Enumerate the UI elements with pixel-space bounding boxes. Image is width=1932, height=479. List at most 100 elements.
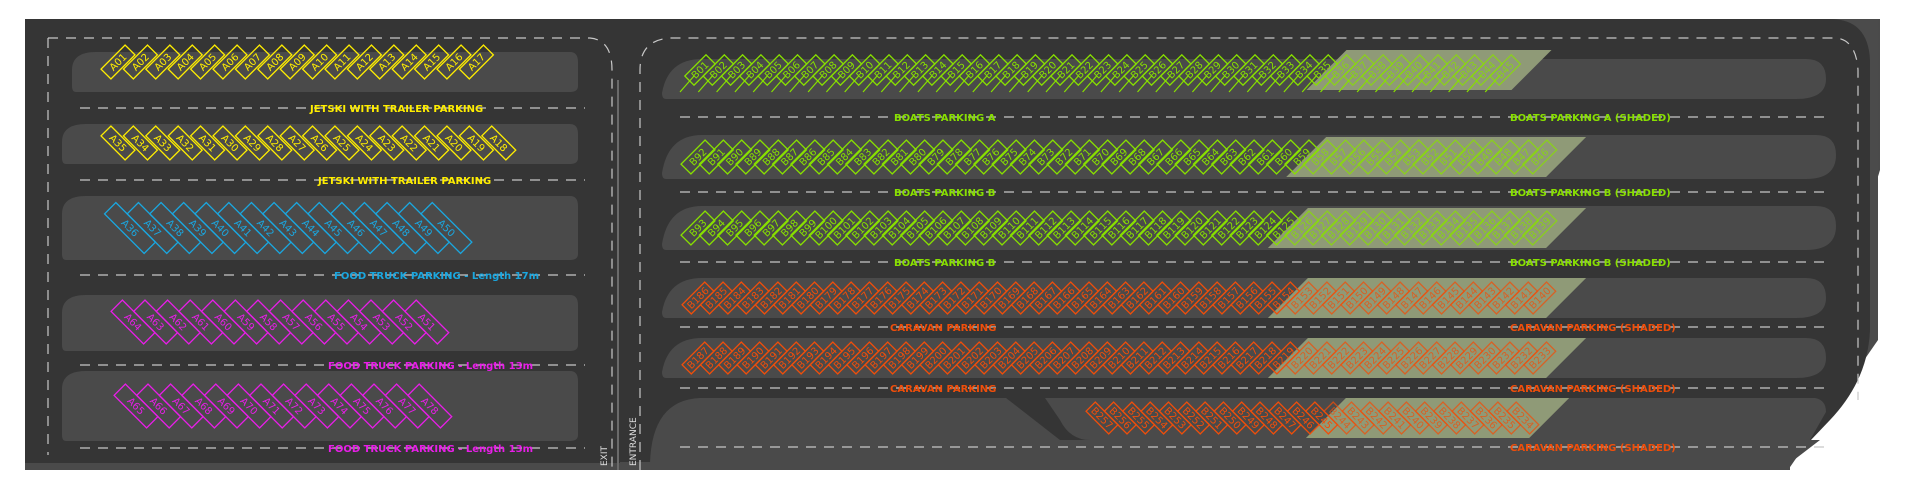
zone-shaded-label: CARAVAN PARKING (SHADED) xyxy=(1510,323,1676,334)
slot-outline xyxy=(991,210,1027,246)
trailer-line xyxy=(899,75,915,93)
lane-line xyxy=(48,37,613,470)
slot-outline xyxy=(144,125,181,161)
trailer-line xyxy=(771,75,786,93)
zone-label: FOOD TRUCK PARKING - Length 13m xyxy=(328,444,533,455)
slot-outline xyxy=(1247,210,1284,246)
right-island xyxy=(662,59,1826,99)
zone-label: BOATS PARKING B xyxy=(894,258,995,269)
trailer-line xyxy=(1228,75,1244,93)
slot-outline xyxy=(1229,210,1265,246)
trailer-line xyxy=(734,75,750,93)
trailer-line xyxy=(1356,75,1372,93)
trailer-line xyxy=(1173,75,1189,93)
slot-outline xyxy=(1064,139,1101,175)
slot-outline xyxy=(826,210,863,246)
slot-outline xyxy=(863,210,899,246)
trailer-line xyxy=(1283,75,1299,93)
slot-outline xyxy=(1412,210,1448,246)
slot-outline xyxy=(1320,139,1357,175)
slot-outline xyxy=(324,44,360,80)
left-island xyxy=(62,196,578,260)
slot-outline xyxy=(918,139,954,175)
slot-outline xyxy=(1101,139,1137,175)
slot-outline xyxy=(771,139,808,175)
slot-outline xyxy=(234,44,271,80)
slot-outline xyxy=(1506,401,1540,435)
slot-outline xyxy=(826,139,863,175)
left-island xyxy=(62,295,578,351)
slot-outline xyxy=(1393,139,1430,175)
trailer-line xyxy=(1045,75,1061,93)
slot-outline xyxy=(716,139,753,175)
parking-slot[interactable]: B106 xyxy=(918,210,954,246)
slot-outline xyxy=(1448,210,1485,246)
slot-outline xyxy=(881,139,918,175)
slot-outline xyxy=(1082,210,1119,246)
slot-outline xyxy=(1192,210,1229,246)
zone-label: JETSKI WITH TRAILER PARKING xyxy=(317,176,491,187)
slot-outline xyxy=(1357,210,1393,246)
slot-outline xyxy=(1467,139,1503,175)
slot-outline xyxy=(413,125,450,161)
slot-outline xyxy=(1265,139,1302,175)
slot-outline xyxy=(1302,139,1339,175)
slot-outline xyxy=(1265,210,1302,246)
trailer-line xyxy=(1082,75,1098,93)
trailer-line xyxy=(1063,75,1079,93)
slot-outline xyxy=(212,44,248,80)
slot-outline xyxy=(1229,139,1265,175)
trailer-line xyxy=(1411,75,1427,93)
slot-outline xyxy=(1247,139,1284,175)
slot-outline xyxy=(844,210,881,246)
slot-outline xyxy=(279,125,316,161)
slot-outline xyxy=(680,139,716,175)
slot-outline xyxy=(1046,210,1082,246)
trailer-line xyxy=(1374,75,1390,93)
trailer-line xyxy=(1429,75,1445,93)
slot-outline xyxy=(368,44,405,80)
slot-outline xyxy=(771,210,808,246)
trailer-line xyxy=(917,75,933,93)
slot-outline xyxy=(1430,139,1467,175)
slot-outline xyxy=(1412,139,1448,175)
slot-outline xyxy=(899,139,936,175)
trailer-line xyxy=(1466,75,1482,93)
zone-label: FOOD TRUCK PARKING - Length 17m xyxy=(334,271,539,282)
slot-outline xyxy=(1467,210,1503,246)
slot-outline xyxy=(936,210,973,246)
slot-outline xyxy=(1210,139,1247,175)
slot-outline xyxy=(1284,210,1320,246)
slot-outline xyxy=(458,44,495,80)
slot-outline xyxy=(1393,210,1430,246)
slot-outline xyxy=(1009,139,1046,175)
trailer-line xyxy=(716,75,732,93)
slot-outline xyxy=(458,125,495,161)
slot-outline xyxy=(1155,139,1192,175)
trailer-line xyxy=(679,75,695,93)
slot-outline xyxy=(753,139,790,175)
slot-outline xyxy=(753,210,790,246)
slot-outline xyxy=(1119,210,1156,246)
slot-outline xyxy=(1119,139,1156,175)
lane-markings xyxy=(47,37,1859,470)
slot-outline xyxy=(279,44,316,80)
slot-outline xyxy=(1522,341,1557,375)
trailer-line xyxy=(1246,75,1262,93)
slot-outline xyxy=(167,44,204,80)
slot-outline xyxy=(972,139,1009,175)
trailer-line xyxy=(1338,75,1354,93)
slot-outline xyxy=(480,125,517,161)
trailer-line xyxy=(844,75,860,93)
trailer-line xyxy=(1137,75,1152,93)
slot-outline xyxy=(1027,210,1064,246)
shade-area xyxy=(1267,278,1587,318)
trailer-line xyxy=(1118,75,1134,93)
zone-shaded-label: CARAVAN PARKING (SHADED) xyxy=(1510,384,1676,395)
bottom-verge xyxy=(25,463,1790,470)
trailer-line xyxy=(1008,75,1024,93)
zone-shaded-label: BOATS PARKING A (SHADED) xyxy=(1510,113,1671,124)
trailer-line xyxy=(697,75,713,93)
trailer-line xyxy=(1100,75,1116,93)
